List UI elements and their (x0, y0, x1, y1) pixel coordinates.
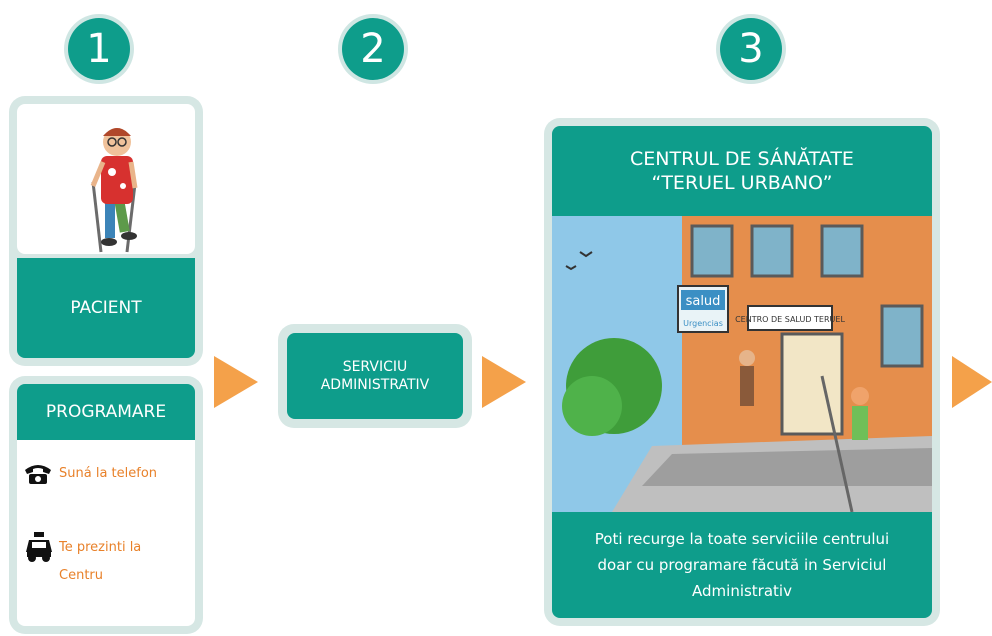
salud-sign-text: salud (686, 294, 721, 309)
patient-on-crutches-illustration (90, 128, 138, 253)
step-3-badge: 3 (716, 14, 786, 84)
step-2-number: 2 (342, 18, 404, 80)
centro-sign-text: CENTRO DE SALUD TERUEL (735, 315, 845, 324)
flow-arrow-1 (214, 356, 258, 408)
health-centre-title: CENTRUL DE SÁNĂTATE “TERUEL URBANO” (552, 126, 932, 216)
flow-arrow-2 (482, 356, 526, 408)
call-phone-option: Suná la telefon (59, 466, 158, 481)
patient-card: PACIENT (9, 96, 203, 366)
patient-label: PACIENT (17, 258, 195, 358)
car-icon (25, 532, 53, 566)
appointment-title: PROGRAMARE (17, 384, 195, 440)
appointment-card: PROGRAMARE Suná la telefon Te prezinti l… (9, 376, 203, 634)
telephone-icon (23, 462, 53, 490)
appointment-options-panel: Suná la telefon Te prezinti la Centru (17, 440, 195, 626)
admin-service-label: SERVICIU ADMINISTRATIV (287, 333, 463, 419)
patient-illustration-panel (17, 104, 195, 254)
health-centre-card: CENTRUL DE SÁNĂTATE “TERUEL URBANO” salu… (544, 118, 940, 626)
step-3-number: 3 (720, 18, 782, 80)
step-2-badge: 2 (338, 14, 408, 84)
flow-arrow-3 (952, 356, 992, 408)
visit-centre-option: Te prezinti la Centru (59, 540, 142, 583)
admin-service-card: SERVICIU ADMINISTRATIV (278, 324, 472, 428)
health-centre-illustration-panel: salud Urgencias CENTRO DE SALUD TERUEL (552, 216, 932, 512)
step-1-number: 1 (68, 18, 130, 80)
health-centre-building-illustration: salud Urgencias CENTRO DE SALUD TERUEL (552, 216, 932, 512)
health-centre-description: Poti recurge la toate serviciile centrul… (552, 512, 932, 618)
step-1-badge: 1 (64, 14, 134, 84)
urgencias-sign-text: Urgencias (683, 319, 723, 328)
